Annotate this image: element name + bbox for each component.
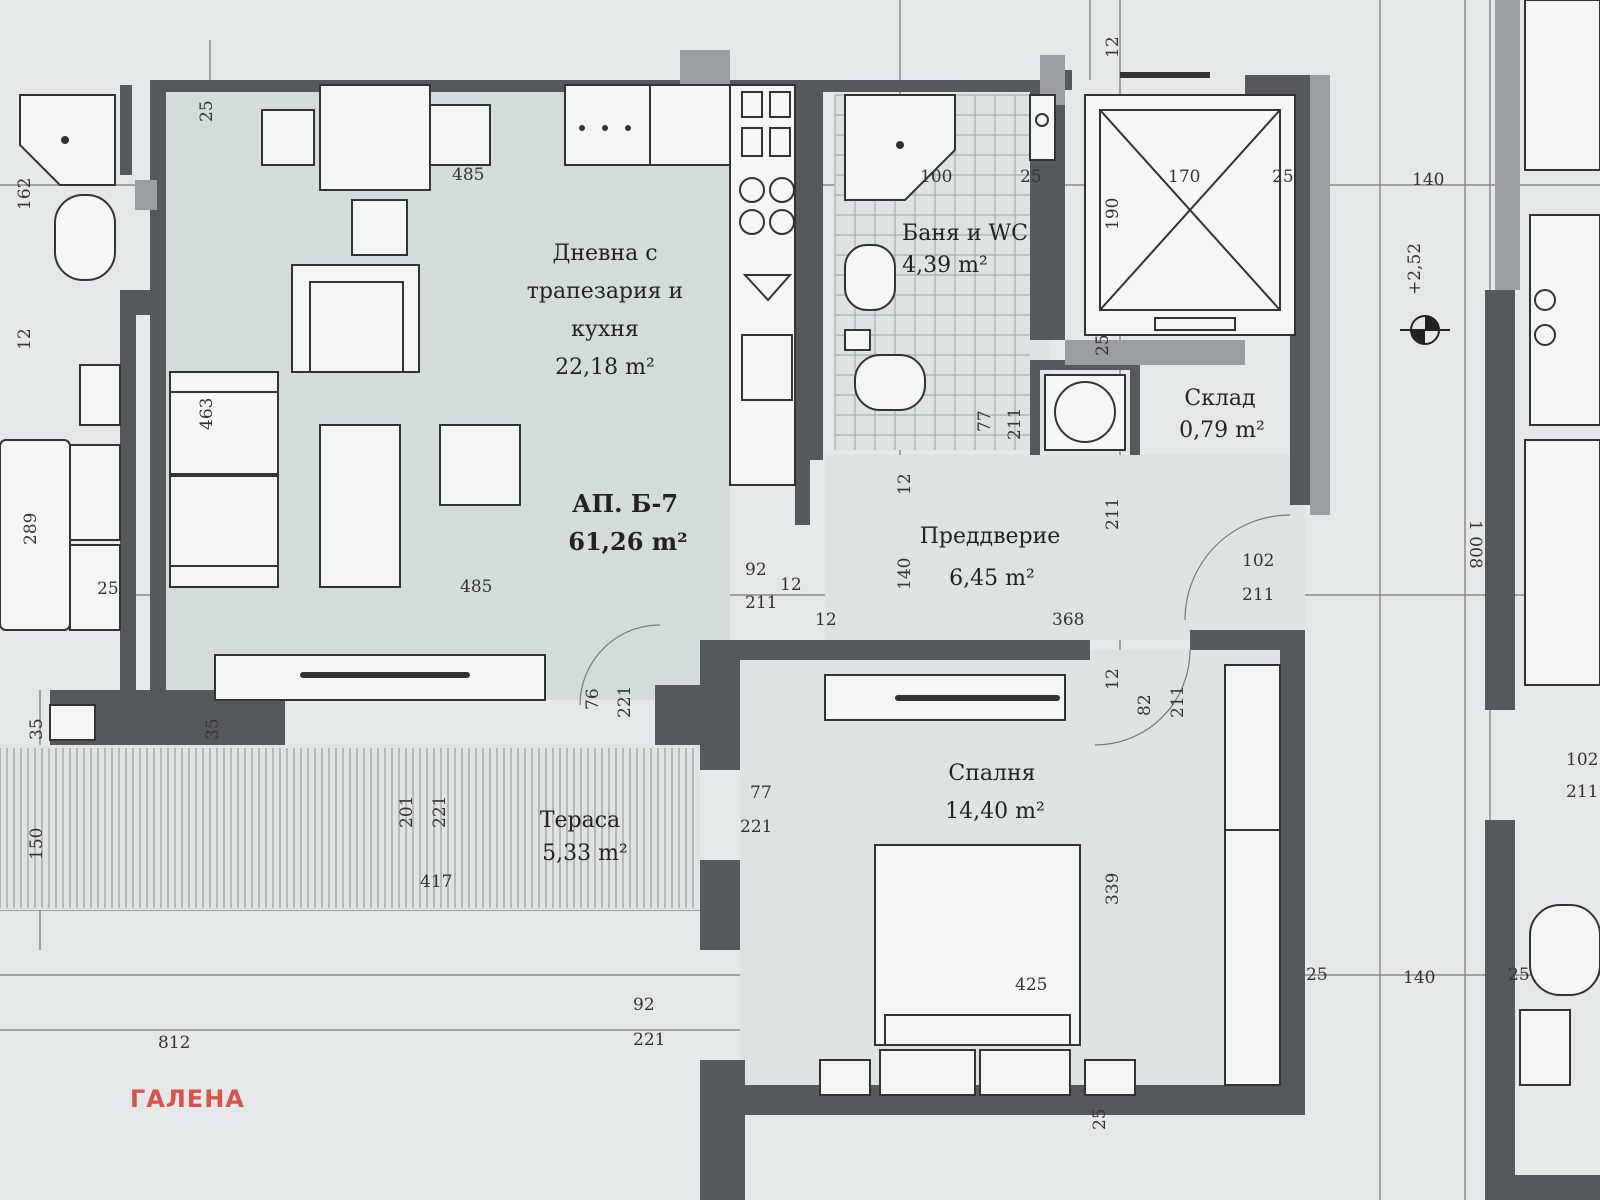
walls <box>50 0 1600 1200</box>
dim-12-c: 12 <box>895 473 915 495</box>
dim-35-b: 35 <box>203 718 223 740</box>
dim-150: 150 <box>27 828 47 860</box>
dim-102-b: 102 <box>1566 750 1598 770</box>
dim-77-b: 77 <box>975 410 995 432</box>
dim-221-d: 221 <box>633 1030 665 1050</box>
dim-190: 190 <box>1103 198 1123 230</box>
living-label-line2: трапезария и <box>527 279 683 304</box>
dim-425: 425 <box>1015 975 1047 995</box>
bath-area: 4,39 m² <box>902 253 988 278</box>
door-arcs <box>579 514 1291 746</box>
dim-339: 339 <box>1103 873 1123 905</box>
apartment-name: АП. Б-7 <box>572 489 678 518</box>
dimension-labels: 485 485 25 812 417 92 211 12 12 77 221 9… <box>97 165 1598 1053</box>
dim-25-g: 25 <box>1093 334 1113 356</box>
dim-211-c: 211 <box>1103 498 1123 530</box>
level-label: +2,52 <box>1405 243 1425 295</box>
dim-140-a: 140 <box>1412 170 1444 190</box>
dim-1008: 1 008 <box>1465 520 1485 569</box>
dim-35-a: 35 <box>27 718 47 740</box>
dim-211-e: 211 <box>1168 686 1188 718</box>
hall-label: Преддверие <box>920 524 1061 549</box>
dim-211-b: 211 <box>1005 408 1025 440</box>
dim-485-mid: 485 <box>460 577 492 597</box>
dim-12-a: 12 <box>780 575 802 595</box>
dim-368: 368 <box>1052 610 1084 630</box>
bathroom-fixtures <box>844 94 1056 411</box>
dimension-labels-vertical: 25 463 162 12 289 35 35 150 201 221 76 2… <box>15 36 1485 1130</box>
dim-25-e: 25 <box>1508 965 1530 985</box>
dim-25-top: 25 <box>197 100 217 122</box>
dim-170: 170 <box>1168 167 1200 187</box>
living-furniture <box>169 84 731 701</box>
terrace-hatching <box>0 748 694 908</box>
dim-812: 812 <box>158 1033 190 1053</box>
dim-417: 417 <box>420 872 452 892</box>
dim-211-a: 211 <box>745 593 777 613</box>
dim-100: 100 <box>920 167 952 187</box>
dim-162: 162 <box>15 178 35 210</box>
watermark-logo: ГАЛЕНА <box>130 1085 245 1113</box>
dim-76: 76 <box>583 688 603 710</box>
storage-label: Склад <box>1184 386 1255 411</box>
dim-12-top: 12 <box>1103 36 1123 58</box>
dim-485-top: 485 <box>452 165 484 185</box>
bedroom-label: Спалня <box>948 761 1035 786</box>
dim-25-b: 25 <box>1020 167 1042 187</box>
dim-201: 201 <box>397 796 417 828</box>
dim-25-f: 25 <box>1090 1108 1110 1130</box>
terrace-label: Тераса <box>540 808 620 833</box>
dim-463: 463 <box>197 398 217 430</box>
storage-area: 0,79 m² <box>1179 418 1265 443</box>
bath-label: Баня и WC <box>902 221 1028 246</box>
living-label-line1: Дневна с <box>552 241 657 266</box>
dim-140-b: 140 <box>895 558 915 590</box>
terrace-area: 5,33 m² <box>542 841 628 866</box>
dim-25-left: 25 <box>97 579 119 599</box>
dim-82: 82 <box>1135 694 1155 716</box>
hall-area: 6,45 m² <box>949 566 1035 591</box>
apartment-area: 61,26 m² <box>568 527 687 556</box>
dim-289: 289 <box>21 513 41 545</box>
dim-25-d: 25 <box>1306 965 1328 985</box>
dim-12-left: 12 <box>15 328 35 350</box>
kitchen-units <box>729 84 796 486</box>
dim-221-b: 221 <box>615 686 635 718</box>
neighbour-fixtures-left <box>0 94 121 741</box>
dim-25-c: 25 <box>1272 167 1294 187</box>
dim-12-d: 12 <box>1103 668 1123 690</box>
dim-221-a: 221 <box>430 796 450 828</box>
dim-140-c: 140 <box>1403 968 1435 988</box>
dim-211-d: 211 <box>1242 585 1274 605</box>
bedroom-area: 14,40 m² <box>945 799 1045 824</box>
bedroom-furniture <box>819 664 1281 1096</box>
room-labels: Дневна с трапезария и кухня 22,18 m² АП.… <box>527 221 1265 866</box>
dim-92-a: 92 <box>745 560 767 580</box>
living-label-line3: кухня <box>571 317 639 342</box>
storage-boiler <box>1044 374 1126 451</box>
dim-12-b: 12 <box>815 610 837 630</box>
dim-221-c: 221 <box>740 817 772 837</box>
level-marker: +2,52 <box>1400 243 1450 345</box>
living-area: 22,18 m² <box>555 355 655 380</box>
dim-211-f: 211 <box>1566 782 1598 802</box>
dim-77-a: 77 <box>750 783 772 803</box>
dim-102-a: 102 <box>1242 551 1274 571</box>
dim-92-b: 92 <box>633 995 655 1015</box>
neighbour-fixtures-right <box>1519 0 1600 1086</box>
shower-box <box>1084 72 1296 336</box>
